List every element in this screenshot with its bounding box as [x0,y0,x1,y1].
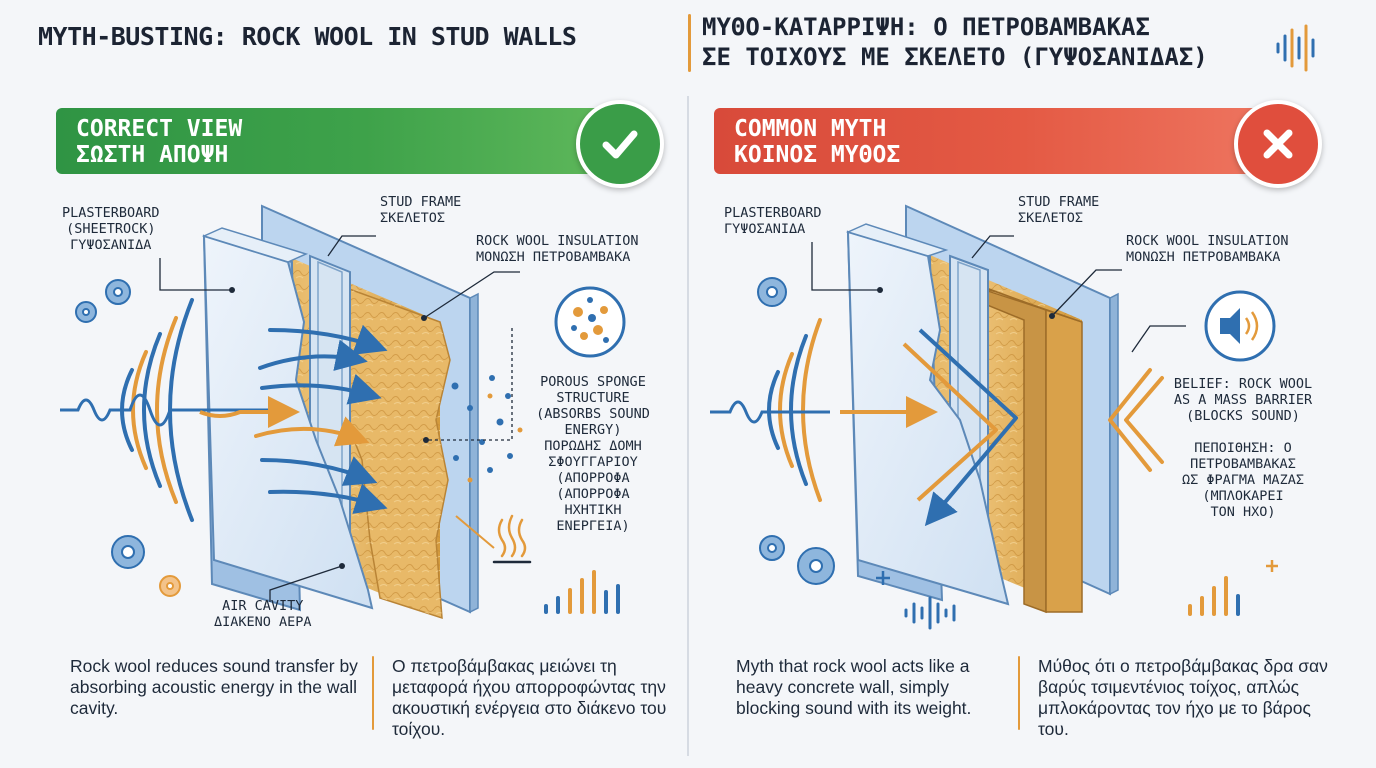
cross-icon [1263,129,1293,159]
title-greek-line-1: ΜΥΘΟ-ΚΑΤΑΡΡΙΨΗ: Ο ΠΕΤΡΟΒΑΜΒΑΚΑΣ [702,13,1150,41]
label-line: (ΑΠΟΡΡΟΦΑ [556,486,630,502]
common-myth-label-gr: ΚΟΙΝΟΣ ΜΥΘΟΣ [734,142,901,168]
common-myth-label-en: COMMON MYTH [734,116,887,142]
center-divider [687,96,689,756]
label-line: ΣΦΟΥΓΓΑΡΙΟΥ [548,454,638,470]
left-air-cavity-label: AIR CAVITY ΔΙΑΚΕΝΟ ΑΕΡΑ [214,598,312,630]
label-line: (BLOCKS SOUND) [1186,408,1300,424]
right-description-separator [1018,656,1020,730]
label-line: STUD FRAME [380,194,462,210]
label-line: ΜΟΝΩΣΗ ΠΕΤΡΟΒΑΜΒΑΚΑ [476,249,631,265]
right-description-en: Myth that rock wool acts like a heavy co… [736,656,972,718]
title-greek-line-2: ΣΕ ΤΟΙΧΟΥΣ ΜΕ ΣΚΕΛΕΤΟ (ΓΥΨΟΣΑΝΙΔΑΣ) [702,43,1208,71]
label-line: ΠΕΤΡΟΒΑΜΒΑΚΑΣ [1190,456,1296,472]
left-plasterboard-label: PLASTERBOARD (SHEETROCK) ΓΥΨΟΣΑΝΙΔΑ [62,205,160,253]
label-line: AIR CAVITY [222,598,304,614]
myth-badge [1234,100,1322,188]
label-line: ROCK WOOL INSULATION [1126,233,1289,249]
soundwave-icon [904,596,956,630]
porous-structure-icon [554,286,626,358]
label-line: (SHEETROCK) [66,221,156,237]
left-rock-wool-label: ROCK WOOL INSULATION ΜΟΝΩΣΗ ΠΕΤΡΟΒΑΜΒΑΚΑ [476,233,639,265]
label-line: ΓΥΨΟΣΑΝΙΔΑ [70,237,152,253]
label-line: ΔΙΑΚΕΝΟ ΑΕΡΑ [214,614,312,630]
left-description-gr: Ο πετροβάμβακας μειώνει τη μεταφορά ήχου… [392,656,667,739]
right-belief-label-en: BELIEF: ROCK WOOL AS A MASS BARRIER (BLO… [1166,376,1320,424]
title-greek: ΜΥΘΟ-ΚΑΤΑΡΡΙΨΗ: Ο ΠΕΤΡΟΒΑΜΒΑΚΑΣ ΣΕ ΤΟΙΧΟ… [702,12,1208,72]
right-plasterboard-label: PLASTERBOARD ΓΥΨΟΣΑΝΙΔΑ [724,205,822,237]
sound-level-icon [1188,576,1240,616]
label-line: ΗΧΗΤΙΚΗ [564,502,622,518]
correct-view-banner: CORRECT VIEW ΣΩΣΤΗ ΑΠΟΨΗ [56,108,616,174]
label-line: ΣΚΕΛΕΤΟΣ [1018,210,1084,226]
speaker-icon [1204,290,1276,362]
label-line: POROUS SPONGE [540,374,646,390]
heat-icon [492,514,532,564]
correct-view-label-gr: ΣΩΣΤΗ ΑΠΟΨΗ [76,142,229,168]
label-line: ΤΟΝ ΗΧΟ) [1210,504,1276,520]
left-description-en: Rock wool reduces sound transfer by abso… [70,656,358,718]
label-line: (ABSORBS SOUND [536,406,650,422]
label-line: (ΑΠΟΡΡΟΦΑ [556,470,630,486]
right-stud-frame-label: STUD FRAME ΣΚΕΛΕΤΟΣ [1018,194,1099,226]
left-wall-illustration [60,204,626,620]
left-stud-frame-label: STUD FRAME ΣΚΕΛΕΤΟΣ [380,194,461,226]
label-line: ENERGY) [564,422,622,438]
left-porous-structure-label: POROUS SPONGE STRUCTURE (ABSORBS SOUND E… [526,374,660,534]
right-wall-illustration [710,204,1278,630]
label-line: STUD FRAME [1018,194,1100,210]
label-line: (ΜΠΛΟΚΑΡΕΙ [1202,488,1284,504]
sound-level-icon [544,570,620,614]
left-description-separator [372,656,374,730]
correct-view-label-en: CORRECT VIEW [76,116,243,142]
label-line: ΠΕΠΟΙΘΗΣΗ: Ο [1194,440,1292,456]
gear-icon [757,277,835,585]
label-line: ΩΣ ΦΡΑΓΜΑ ΜΑΖΑΣ [1182,472,1304,488]
right-description-gr: Μύθος ότι ο πετροβάμβακας δρα σαν βαρύς … [1038,656,1328,739]
label-line: STRUCTURE [556,390,630,406]
right-belief-label-gr: ΠΕΠΟΙΘΗΣΗ: Ο ΠΕΤΡΟΒΑΜΒΑΚΑΣ ΩΣ ΦΡΑΓΜΑ ΜΑΖ… [1166,440,1320,520]
title-separator [688,14,691,72]
label-line: ΠΟΡΩΔΗΣ ΔΟΜΗ [544,438,642,454]
label-line: ΕΝΕΡΓΕΙΑ) [556,518,630,534]
label-line: ΓΥΨΟΣΑΝΙΔΑ [724,221,806,237]
label-line: PLASTERBOARD [62,205,160,221]
label-line: ΜΟΝΩΣΗ ΠΕΤΡΟΒΑΜΒΑΚΑ [1126,249,1281,265]
label-line: AS A MASS BARRIER [1173,392,1313,408]
right-rock-wool-label: ROCK WOOL INSULATION ΜΟΝΩΣΗ ΠΕΤΡΟΒΑΜΒΑΚΑ [1126,233,1289,265]
checkmark-icon [602,130,638,159]
label-line: ROCK WOOL INSULATION [476,233,639,249]
label-line: ΣΚΕΛΕΤΟΣ [380,210,446,226]
label-line: PLASTERBOARD [724,205,822,221]
gear-icon [75,279,145,569]
common-myth-banner: COMMON MYTH ΚΟΙΝΟΣ ΜΥΘΟΣ [714,108,1274,174]
title-english: MYTH-BUSTING: ROCK WOOL IN STUD WALLS [38,22,577,51]
correct-badge [576,100,664,188]
label-line: BELIEF: ROCK WOOL [1173,376,1313,392]
